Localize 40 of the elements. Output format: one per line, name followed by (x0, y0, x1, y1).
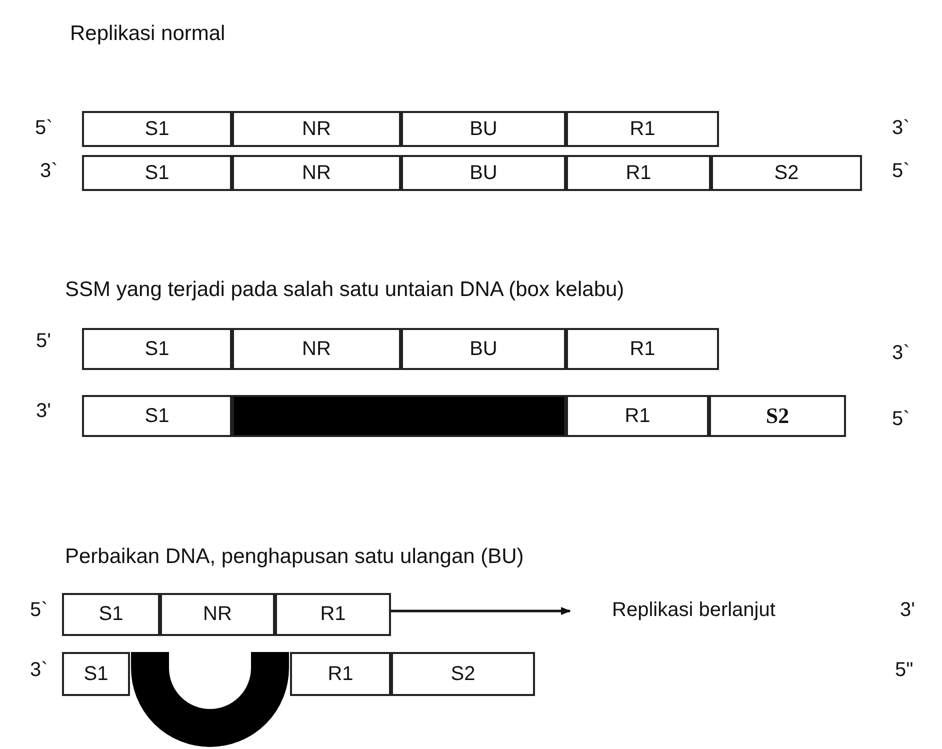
dna-segment: S1 (82, 111, 232, 147)
strand-end-label: 3` (892, 342, 910, 365)
strand-end-label: 3` (892, 117, 910, 140)
annotation-text: Replikasi berlanjut (612, 599, 776, 622)
loop-shape (131, 649, 289, 747)
dna-segment: S2 (709, 395, 846, 437)
strand-end-label: 3` (40, 160, 58, 183)
dna-segment: BU (401, 111, 566, 147)
shaded-segment (232, 395, 566, 437)
dna-segment: NR (232, 111, 401, 147)
dna-segment: R1 (566, 111, 719, 147)
strand-end-label: 5' (36, 330, 51, 353)
strand-end-label: 5` (30, 599, 48, 622)
strand-end-label: 5` (892, 160, 910, 183)
strand-end-label: 5" (895, 659, 914, 682)
dna-segment: S1 (82, 328, 232, 370)
dna-segment: R1 (275, 593, 391, 636)
section-heading: Replikasi normal (70, 22, 226, 46)
dna-segment: NR (160, 593, 275, 636)
dna-segment: S2 (711, 155, 862, 191)
dna-segment: R1 (290, 652, 391, 696)
dna-segment: NR (232, 155, 401, 191)
strand-end-label: 5` (892, 408, 910, 431)
dna-segment: BU (401, 328, 566, 370)
strand-end-label: 3' (36, 400, 51, 423)
dna-segment: R1 (566, 328, 719, 370)
dna-segment: S1 (62, 652, 130, 696)
section-heading: SSM yang terjadi pada salah satu untaian DNA (box kelabu) (65, 278, 624, 302)
strand-end-label: 5` (35, 117, 53, 140)
dna-segment: S1 (82, 155, 232, 191)
dna-segment: R1 (566, 395, 709, 437)
dna-segment: S1 (62, 593, 160, 636)
dna-segment: NR (232, 328, 401, 370)
strand-end-label: 3' (900, 599, 915, 622)
dna-segment: BU (401, 155, 566, 191)
dna-segment: S2 (391, 652, 535, 696)
dna-segment: R1 (566, 155, 711, 191)
dna-segment: S1 (82, 395, 232, 437)
strand-end-label: 3` (30, 659, 48, 682)
section-heading: Perbaikan DNA, penghapusan satu ulangan (BU) (65, 545, 524, 569)
